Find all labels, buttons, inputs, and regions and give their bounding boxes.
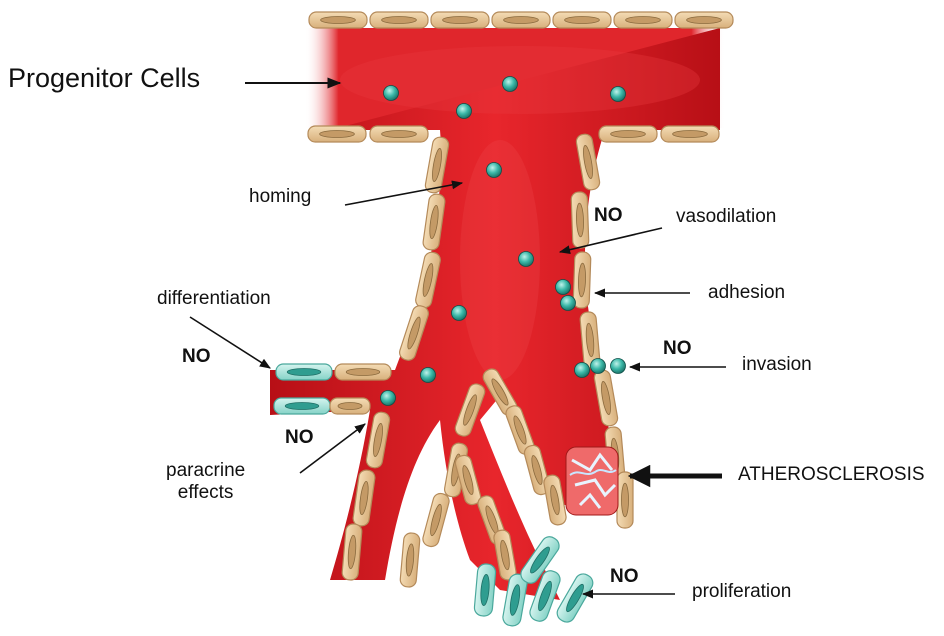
- endothelial-cell: [308, 126, 366, 142]
- progenitor-cell: [457, 104, 472, 119]
- label-paracrine-effects: paracrine effects: [166, 460, 245, 504]
- endothelial-cell: [617, 472, 633, 528]
- endothelial-cell: [370, 126, 428, 142]
- label-adhesion: adhesion: [708, 282, 785, 304]
- progenitor-cell: [561, 296, 576, 311]
- endothelial-cell: [573, 252, 591, 309]
- endothelial-cell: [400, 532, 421, 587]
- progenitor-cell: [421, 368, 436, 383]
- label-proliferation: proliferation: [692, 581, 791, 603]
- progenitor-cell: [591, 359, 606, 374]
- label-vasodilation: vasodilation: [676, 206, 776, 228]
- progenitor-cell: [575, 363, 590, 378]
- endothelial-cell: [492, 12, 550, 28]
- progenitor-cell: [519, 252, 534, 267]
- differentiated-endothelial-cell: [274, 398, 330, 414]
- progenitor-cell: [556, 280, 571, 295]
- endothelial-cell: [335, 364, 391, 380]
- label-paracrine-line1: paracrine: [166, 460, 245, 482]
- label-no-proliferation: NO: [610, 566, 639, 588]
- progenitor-cell: [611, 87, 626, 102]
- label-differentiation: differentiation: [157, 288, 271, 310]
- label-paracrine-line2: effects: [166, 482, 245, 504]
- label-progenitor-cells: Progenitor Cells: [8, 63, 200, 94]
- progenitor-cell: [452, 306, 467, 321]
- endothelial-cell: [370, 12, 428, 28]
- label-no-vasodilation: NO: [594, 205, 623, 227]
- progenitor-cell: [611, 359, 626, 374]
- endothelial-cell: [571, 192, 589, 249]
- label-no-invasion: NO: [663, 338, 692, 360]
- endothelial-cell: [309, 12, 367, 28]
- label-homing: homing: [249, 186, 311, 208]
- progenitor-cell: [381, 391, 396, 406]
- progenitor-cell: [503, 77, 518, 92]
- endothelial-cell: [675, 12, 733, 28]
- endothelial-cell: [421, 492, 450, 548]
- label-no-paracrine: NO: [285, 427, 314, 449]
- endothelial-cell: [553, 12, 611, 28]
- endothelial-cell: [431, 12, 489, 28]
- differentiated-endothelial-cell: [474, 563, 496, 616]
- endothelial-cell: [599, 126, 657, 142]
- label-invasion: invasion: [742, 354, 812, 376]
- endothelial-cell: [614, 12, 672, 28]
- label-no-differentiation: NO: [182, 346, 211, 368]
- endothelial-cell: [661, 126, 719, 142]
- endothelial-cell: [330, 398, 370, 414]
- progenitor-cell: [384, 86, 399, 101]
- differentiated-endothelial-cell: [276, 364, 332, 380]
- label-atherosclerosis: ATHEROSCLEROSIS: [738, 464, 925, 486]
- progenitor-cell: [487, 163, 502, 178]
- atherosclerotic-plaque: [566, 447, 618, 515]
